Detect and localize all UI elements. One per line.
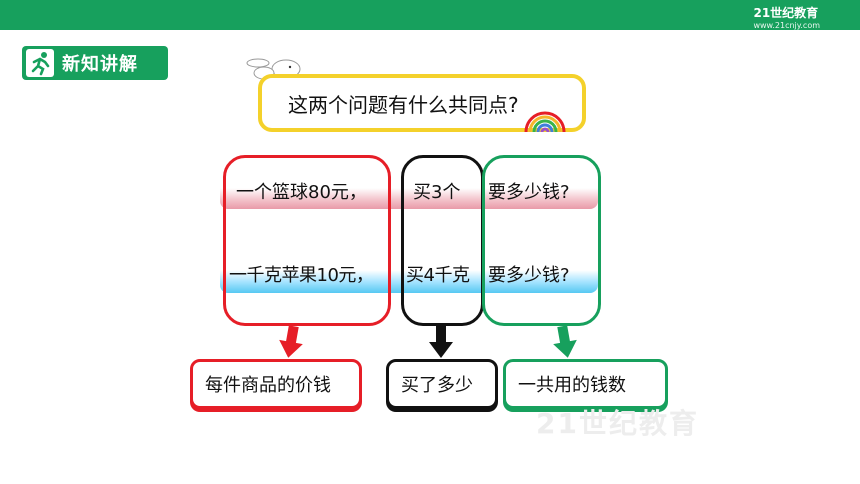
- row2-quantity: 买4千克: [406, 265, 470, 286]
- row2-price: 一千克苹果10元，: [229, 265, 374, 286]
- arrow-down-black-icon: [429, 326, 453, 358]
- total-column-frame: [482, 155, 601, 326]
- row1-quantity: 买3个: [413, 182, 461, 203]
- row2-ask: 要多少钱?: [488, 265, 570, 286]
- question-text: 这两个问题有什么共同点?: [288, 92, 519, 117]
- unit-price-label: 每件商品的价钱: [205, 375, 331, 396]
- problem-row-1: [220, 171, 598, 209]
- problem-row-2: [220, 255, 598, 293]
- row1-ask: 要多少钱?: [488, 182, 570, 203]
- site-logo: 21世纪教育 www.21cnjy.com: [753, 4, 820, 30]
- section-badge: 新知讲解: [22, 46, 168, 80]
- logo-text: 21世纪教育: [753, 6, 819, 20]
- quantity-label: 买了多少: [401, 375, 473, 396]
- row1-price: 一个篮球80元，: [236, 182, 367, 203]
- section-title: 新知讲解: [62, 54, 138, 75]
- quantity-box: 买了多少: [386, 359, 498, 409]
- rainbow-icon: [524, 111, 566, 133]
- unit-price-box: 每件商品的价钱: [190, 359, 362, 409]
- logo-subtext: www.21cnjy.com: [753, 21, 820, 30]
- total-label: 一共用的钱数: [518, 375, 626, 396]
- watermark: 21世纪教育: [536, 407, 699, 440]
- quantity-column-frame: [401, 155, 484, 326]
- runner-icon: [26, 49, 54, 77]
- top-bar: 21世纪教育 www.21cnjy.com: [0, 0, 860, 30]
- arrow-down-green-icon: [553, 326, 577, 358]
- total-box: 一共用的钱数: [503, 359, 668, 409]
- arrow-down-red-icon: [279, 326, 303, 358]
- question-box: 这两个问题有什么共同点?: [258, 74, 586, 132]
- price-column-frame: [223, 155, 391, 326]
